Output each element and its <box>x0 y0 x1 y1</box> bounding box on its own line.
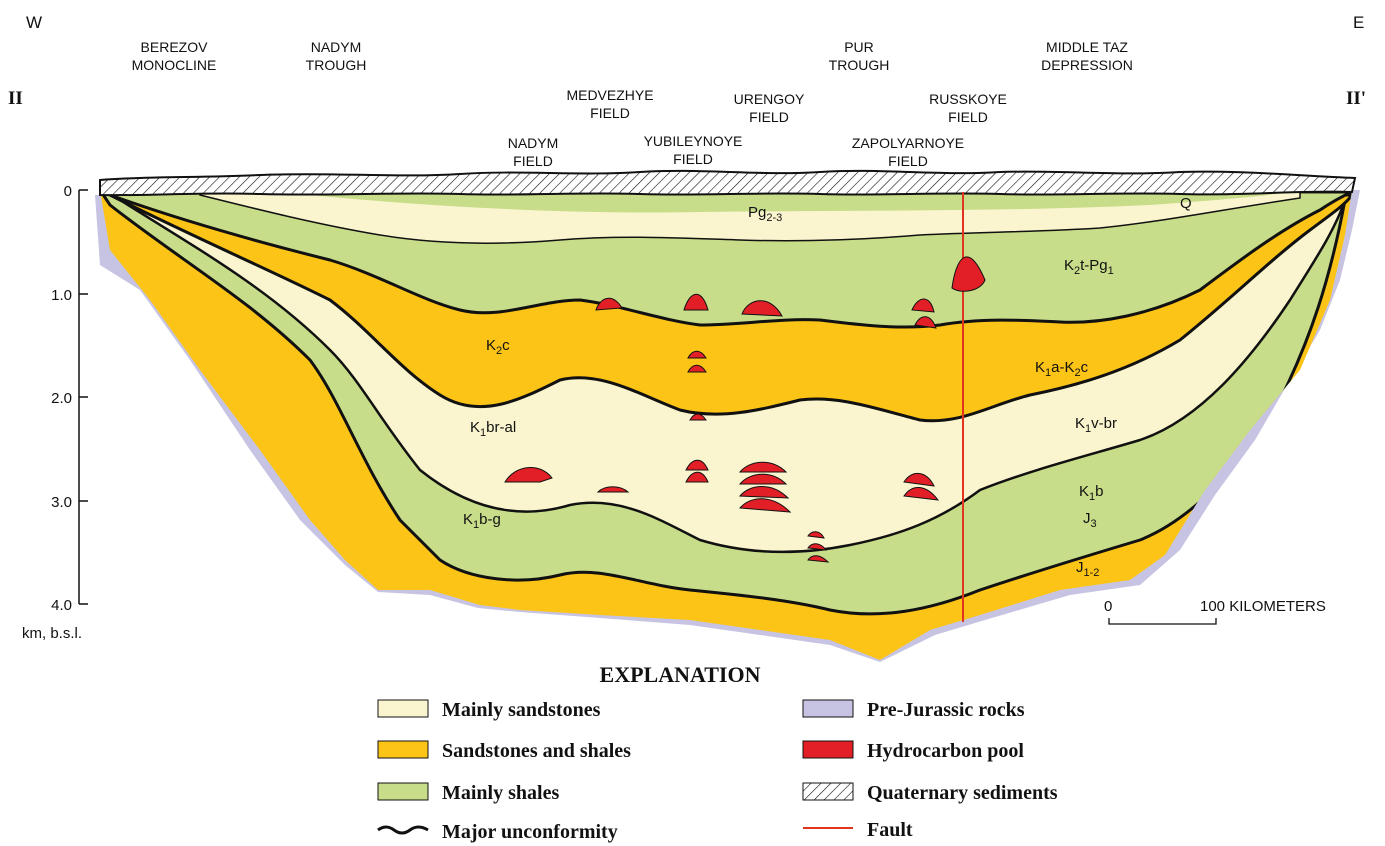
field-label-zapolyarnoye-2: FIELD <box>888 153 928 169</box>
field-label-yubileynoye-1: YUBILEYNOYE <box>644 133 743 149</box>
field-label-medvezhye-1: MEDVEZHYE <box>566 87 653 103</box>
field-label-urengoy-2: FIELD <box>749 109 789 125</box>
basin-cross-section <box>90 171 1370 685</box>
legend-label-pre-jurassic: Pre-Jurassic rocks <box>867 699 1025 721</box>
region-label-nadym-2: TROUGH <box>306 57 367 73</box>
legend-label-sandstones: Mainly sandstones <box>442 699 601 721</box>
field-labels: MEDVEZHYE FIELD URENGOY FIELD RUSSKOYE F… <box>508 87 1007 169</box>
region-label-pur-1: PUR <box>844 39 874 55</box>
region-label-pur-2: TROUGH <box>829 57 890 73</box>
region-labels: BEREZOV MONOCLINE NADYM TROUGH PUR TROUG… <box>132 39 1133 73</box>
depth-tick-label-2: 2.0 <box>51 390 72 407</box>
legend-swatch-pre-jurassic <box>803 700 853 717</box>
depth-tick-label-1: 1.0 <box>51 287 72 304</box>
legend-swatch-quaternary <box>803 783 853 800</box>
explanation: EXPLANATION Mainly sandstones Sandstones… <box>378 662 1058 843</box>
field-label-nadym-2: FIELD <box>513 153 553 169</box>
legend-label-shales: Mainly shales <box>442 782 559 804</box>
legend-swatch-hydrocarbon <box>803 741 853 758</box>
legend-label-sandstones-shales: Sandstones and shales <box>442 740 631 762</box>
field-label-russkoye-2: FIELD <box>948 109 988 125</box>
section-start-label: II <box>8 88 23 109</box>
field-label-nadym-1: NADYM <box>508 135 559 151</box>
depth-tick-label-4: 4.0 <box>51 597 72 614</box>
field-label-urengoy-1: URENGOY <box>734 91 805 107</box>
east-label: E <box>1353 13 1364 32</box>
region-label-berezov-2: MONOCLINE <box>132 57 217 73</box>
quaternary-layer <box>100 171 1355 195</box>
region-label-berezov-1: BEREZOV <box>141 39 209 55</box>
scale-bar: 0 100 KILOMETERS <box>1104 598 1326 624</box>
field-label-yubileynoye-2: FIELD <box>673 151 713 167</box>
depth-tick-label-0: 0 <box>64 183 72 200</box>
scale-bar-line <box>1109 618 1216 624</box>
legend-swatch-sandstones <box>378 700 428 717</box>
legend-label-hydrocarbon: Hydrocarbon pool <box>867 740 1024 762</box>
legend-swatch-shales <box>378 783 428 800</box>
region-label-taz-2: DEPRESSION <box>1041 57 1133 73</box>
region-label-nadym-1: NADYM <box>311 39 362 55</box>
legend-label-fault: Fault <box>867 819 913 841</box>
explanation-title: EXPLANATION <box>600 662 761 687</box>
legend-label-quaternary: Quaternary sediments <box>867 782 1058 804</box>
section-end-label: II' <box>1346 88 1366 109</box>
field-label-medvezhye-2: FIELD <box>590 105 630 121</box>
west-label: W <box>26 13 42 32</box>
field-label-zapolyarnoye-1: ZAPOLYARNOYE <box>852 135 964 151</box>
depth-tick-label-3: 3.0 <box>51 494 72 511</box>
unit-label-q: Q <box>1180 195 1192 212</box>
field-label-russkoye-1: RUSSKOYE <box>929 91 1007 107</box>
scale-bar-start: 0 <box>1104 598 1112 615</box>
legend-label-unconformity: Major unconformity <box>442 821 618 843</box>
legend-swatch-unconformity <box>378 827 428 833</box>
scale-bar-end: 100 KILOMETERS <box>1200 598 1326 615</box>
legend-swatch-sandstones-shales <box>378 741 428 758</box>
depth-axis: 0 1.0 2.0 3.0 4.0 km, b.s.l. <box>22 183 88 642</box>
region-label-taz-1: MIDDLE TAZ <box>1046 39 1128 55</box>
depth-axis-unit: km, b.s.l. <box>22 625 82 642</box>
